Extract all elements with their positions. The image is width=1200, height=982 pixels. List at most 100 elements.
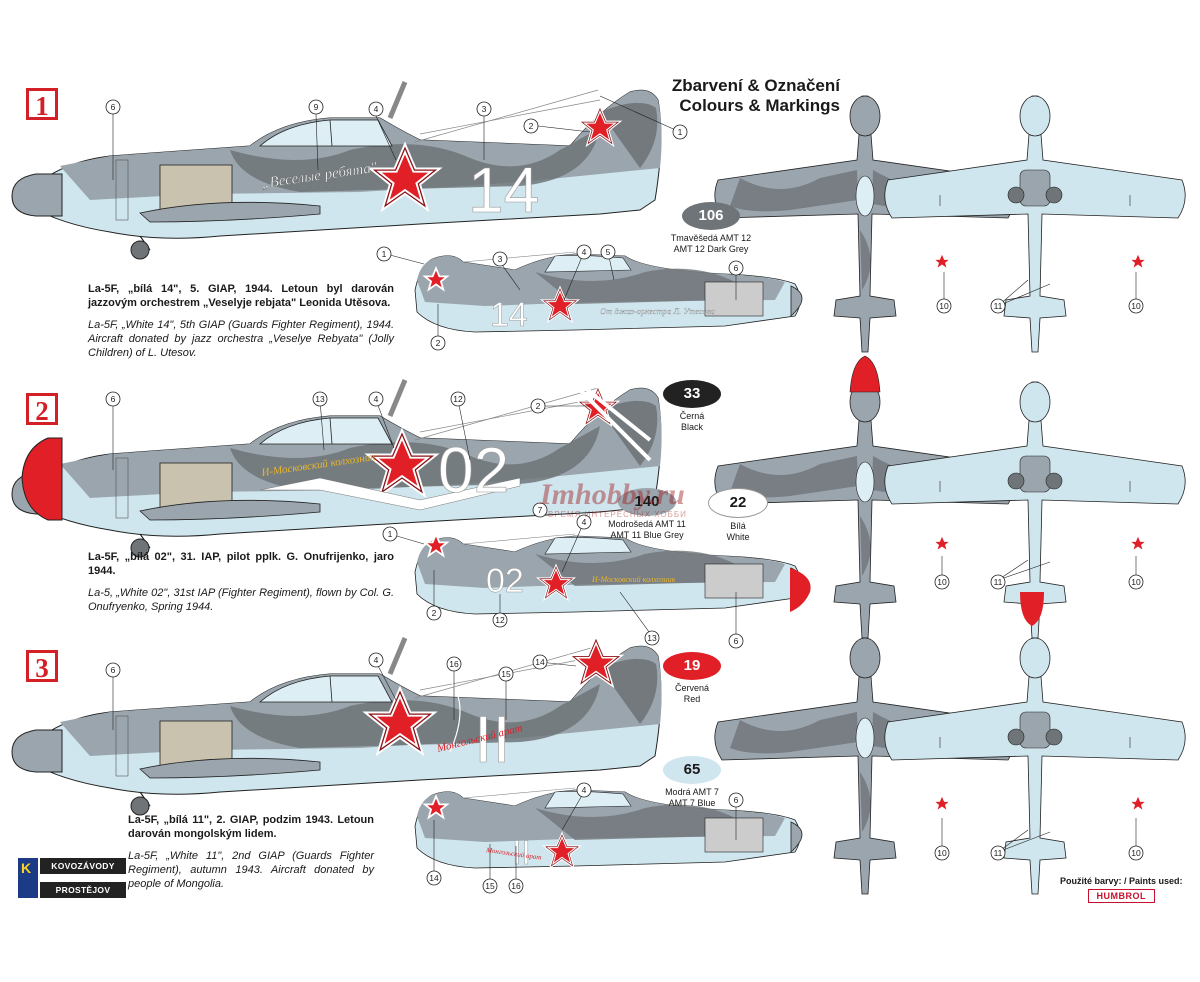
svg-text:15: 15 [485, 881, 495, 891]
paint-name-cz: Modrošedá AMT 11 [608, 519, 686, 529]
svg-text:16: 16 [511, 881, 521, 891]
svg-text:10: 10 [1131, 301, 1141, 311]
kovozavody-logo: K KOVOZÁVODY PROSTĚJOV [18, 858, 126, 898]
svg-text:11: 11 [994, 301, 1003, 311]
svg-text:6: 6 [734, 636, 739, 646]
paint-106: 106 Tmavěšedá AMT 12 AMT 12 Dark Grey [656, 202, 766, 255]
svg-text:16: 16 [449, 659, 459, 669]
svg-text:9: 9 [314, 102, 319, 112]
humbrol-logo: HUMBROL [1087, 889, 1156, 903]
paint-name-en: Red [683, 694, 701, 704]
paint-name-cz: Červená [674, 683, 710, 693]
paint-name-en: AMT 7 Blue [668, 798, 716, 808]
tail-number-small: II [512, 834, 531, 872]
tail-number-big: 02 [438, 434, 509, 506]
scheme-number-2: 2 [26, 393, 58, 426]
svg-text:1: 1 [388, 529, 393, 539]
description-cz: La-5F, „bílá 14", 5. GIAP, 1944. Letoun … [88, 283, 394, 309]
paints-used: Použité barvy: / Paints used: HUMBROL [1060, 876, 1183, 903]
watermark-logo: Imhobby.ru [540, 478, 685, 511]
svg-text:4: 4 [374, 104, 379, 114]
scheme-1-side-big: 14 „Веселые ребята" [12, 82, 662, 259]
tail-number-small: 02 [486, 562, 524, 600]
inscription-small: И-Московский колхозник [591, 575, 676, 584]
scheme-1-description: La-5F, „bílá 14", 5. GIAP, 1944. Letoun … [88, 282, 394, 360]
scheme-1-bottom-view [884, 95, 1186, 353]
svg-text:1: 1 [678, 127, 683, 137]
paint-name-cz: Černá [679, 411, 705, 421]
scheme-2-side-small: 02 И-Московский колхозник [414, 533, 811, 615]
scheme-2-side-big: 02 И-Московский колхозник [12, 366, 662, 557]
svg-text:13: 13 [647, 633, 657, 643]
svg-text:4: 4 [374, 394, 379, 404]
paint-name-cz: Modrá AMT 7 [665, 787, 719, 797]
paint-140: 140 Modrošedá AMT 11 AMT 11 Blue Grey [592, 488, 702, 541]
paint-name-cz: Tmavěšedá AMT 12 [670, 233, 752, 243]
logo-top-text: KOVOZÁVODY [40, 858, 126, 874]
scheme-2-top-view [714, 355, 1016, 639]
svg-text:3: 3 [482, 104, 487, 114]
scheme-number-3: 3 [26, 650, 58, 683]
paint-name-cz: Bílá [730, 521, 746, 531]
svg-text:6: 6 [734, 795, 739, 805]
tail-number-small: 14 [490, 296, 528, 334]
paint-name-en: White [726, 532, 750, 542]
tail-number-big: 14 [468, 154, 539, 226]
paint-19: 19 Červená Red [656, 652, 728, 705]
scheme-number-1: 1 [26, 88, 58, 121]
svg-text:11: 11 [994, 848, 1003, 858]
svg-text:2: 2 [536, 401, 541, 411]
scheme-2-description: La-5F, „bílá 02", 31. IAP, pilot pplk. G… [88, 550, 394, 614]
scheme-3-side-big: II Монгольский арат [12, 638, 662, 815]
scheme-1-side-small: 14 От джаз-оркестра Л. Утесова [414, 251, 803, 334]
svg-text:2: 2 [529, 121, 534, 131]
description-cz: La-5F, „bílá 02", 31. IAP, pilot pplk. G… [88, 551, 394, 577]
svg-text:3: 3 [498, 254, 503, 264]
paint-chip: 65 [663, 756, 721, 784]
svg-text:2: 2 [432, 608, 437, 618]
paint-33: 33 Černá Black [656, 380, 728, 433]
title-cz: Zbarvení & Označení [671, 76, 840, 95]
paint-name-en: AMT 12 Dark Grey [673, 244, 749, 254]
paint-chip: 33 [663, 380, 721, 408]
title-en: Colours & Markings [679, 96, 840, 115]
scheme-3-side-small: II Монгольский арат [414, 787, 803, 872]
tail-number-big: II [474, 702, 511, 776]
paint-22: 22 Bílá White [706, 488, 770, 543]
svg-text:10: 10 [937, 577, 947, 587]
paint-65: 65 Modrá AMT 7 AMT 7 Blue [656, 756, 728, 809]
svg-text:2: 2 [436, 338, 441, 348]
svg-text:12: 12 [495, 615, 505, 625]
inscription-small: От джаз-оркестра Л. Утесова [600, 306, 715, 316]
svg-text:13: 13 [315, 394, 325, 404]
svg-text:10: 10 [937, 848, 947, 858]
scheme-2-bottom-view [884, 381, 1186, 639]
watermark-tagline: ВРЕМЯ ИНТЕРЕСНЫХ ХОББИ [548, 510, 687, 519]
paint-name-en: AMT 11 Blue Grey [610, 530, 684, 540]
scheme-3-description: La-5F, „bílá 11", 2. GIAP, podzim 1943. … [128, 813, 374, 891]
svg-text:10: 10 [939, 301, 949, 311]
svg-text:7: 7 [538, 505, 543, 515]
svg-text:6: 6 [111, 665, 116, 675]
svg-text:6: 6 [111, 102, 116, 112]
logo-bottom-text: PROSTĚJOV [40, 882, 126, 898]
svg-text:4: 4 [582, 785, 587, 795]
svg-text:10: 10 [1131, 848, 1141, 858]
description-en: La-5F, „White 11", 2nd GIAP (Guards Figh… [128, 850, 374, 890]
svg-text:4: 4 [374, 655, 379, 665]
paint-chip: 106 [682, 202, 740, 230]
svg-text:11: 11 [994, 577, 1003, 587]
description-en: La-5F, „White 14", 5th GIAP (Guards Figh… [88, 319, 394, 359]
svg-text:15: 15 [501, 669, 511, 679]
page-title: Zbarvení & Označení Colours & Markings [620, 76, 840, 116]
svg-text:5: 5 [606, 247, 611, 257]
svg-text:10: 10 [1131, 577, 1141, 587]
paint-chip: 22 [708, 488, 768, 518]
description-en: La-5, „White 02", 31st IAP (Fighter Regi… [88, 587, 394, 613]
svg-text:14: 14 [429, 873, 439, 883]
svg-text:6: 6 [734, 263, 739, 273]
svg-text:12: 12 [453, 394, 463, 404]
svg-text:14: 14 [535, 657, 545, 667]
